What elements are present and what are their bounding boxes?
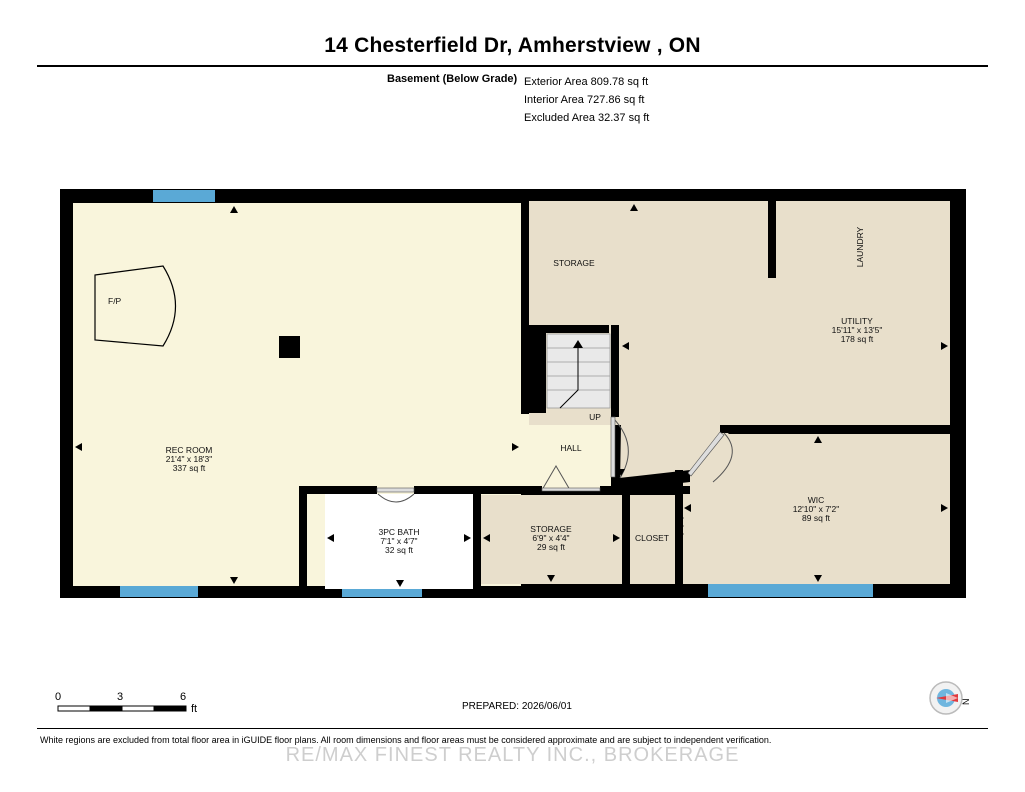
fireplace-outline: [94, 265, 177, 347]
utility-area: 178 sq ft: [841, 334, 874, 344]
bath-dims: 7'1" x 4'7": [380, 536, 417, 546]
closet-bifold-door: [676, 513, 684, 539]
bath-floor: [325, 494, 473, 589]
excluded-area: Excluded Area 32.37 sq ft: [524, 112, 650, 124]
interior-area: Interior Area 727.86 sq ft: [524, 94, 645, 106]
wic-area: 89 sq ft: [802, 513, 831, 523]
wall-laundry: [768, 201, 776, 278]
window-rec-bottom: [120, 586, 198, 597]
support-column: [279, 336, 300, 358]
laundry-label: LAUNDRY: [855, 226, 865, 267]
wall-utility-wic: [720, 425, 966, 433]
rec-room-area: 337 sq ft: [173, 463, 206, 473]
storage-small-area: 29 sq ft: [537, 542, 566, 552]
door-bath: [376, 487, 415, 503]
window-wic: [708, 584, 873, 597]
storage-small-floor: [481, 495, 622, 584]
storage-small-dims: 6'9" x 4'4": [532, 533, 569, 543]
footer-rule: [37, 728, 988, 729]
wall-rec-storage: [521, 201, 529, 414]
bath-name: 3PC BATH: [379, 527, 420, 537]
bath-area: 32 sq ft: [385, 545, 414, 555]
storage-top-name: STORAGE: [553, 258, 595, 268]
compass-north-label: N: [961, 699, 971, 706]
wall-bath-top-a: [299, 486, 377, 494]
door-wic: [687, 431, 733, 483]
level-label: Basement (Below Grade): [387, 73, 518, 85]
hall-label: HALL: [560, 443, 582, 453]
exterior-area: Exterior Area 809.78 sq ft: [524, 76, 649, 88]
fireplace-label: F/P: [108, 296, 122, 306]
compass-icon: [929, 681, 963, 715]
plan-title: 14 Chesterfield Dr, Amherstview , ON: [324, 34, 701, 57]
rec-room-name: REC ROOM: [166, 445, 213, 455]
scale-label-6: 6: [180, 691, 187, 703]
wall-notch: [942, 166, 956, 175]
prepared-date: PREPARED: 2026/06/01: [462, 701, 572, 712]
wall-stair-right: [611, 325, 619, 417]
rec-room-dims: 21'4" x 18'3": [166, 454, 213, 464]
closet-label: CLOSET: [635, 533, 669, 543]
scale-label-0: 0: [55, 691, 62, 703]
wall-bath-storage: [473, 486, 481, 598]
wall-storage-closet: [622, 486, 630, 598]
wic-dims: 12'10" x 7'2": [793, 504, 840, 514]
wall-closet-wic: [675, 470, 683, 598]
wic-floor: [682, 434, 950, 584]
title-rule: [37, 65, 988, 67]
utility-name: UTILITY: [841, 316, 873, 326]
wic-name: WIC: [808, 495, 825, 505]
window-bath: [342, 589, 422, 597]
dimension-arrows: [75, 204, 948, 587]
staircase: [546, 333, 611, 409]
window-rec-top: [153, 190, 215, 202]
stairs-up-label: UP: [589, 412, 601, 422]
storage-small-name: STORAGE: [530, 524, 572, 534]
wall-hall-diagonal: [619, 470, 690, 490]
closet-floor: [630, 495, 675, 584]
disclaimer: White regions are excluded from total fl…: [40, 735, 772, 745]
door-storage-small: [541, 465, 601, 492]
scale-bar: [57, 705, 187, 712]
wall-rec-bath: [299, 486, 307, 598]
wall-stair-left: [529, 333, 546, 413]
watermark: RE/MAX FINEST REALTY INC., BROKERAGE: [285, 744, 740, 766]
area-summary: Exterior Area 809.78 sq ft Interior Area…: [524, 73, 649, 127]
wall-stair-top: [529, 325, 609, 333]
scale-unit: ft: [191, 703, 198, 715]
wall-storage-top: [600, 486, 690, 494]
utility-dims: 15'11" x 13'5": [832, 325, 883, 335]
scale-label-3: 3: [117, 691, 124, 703]
